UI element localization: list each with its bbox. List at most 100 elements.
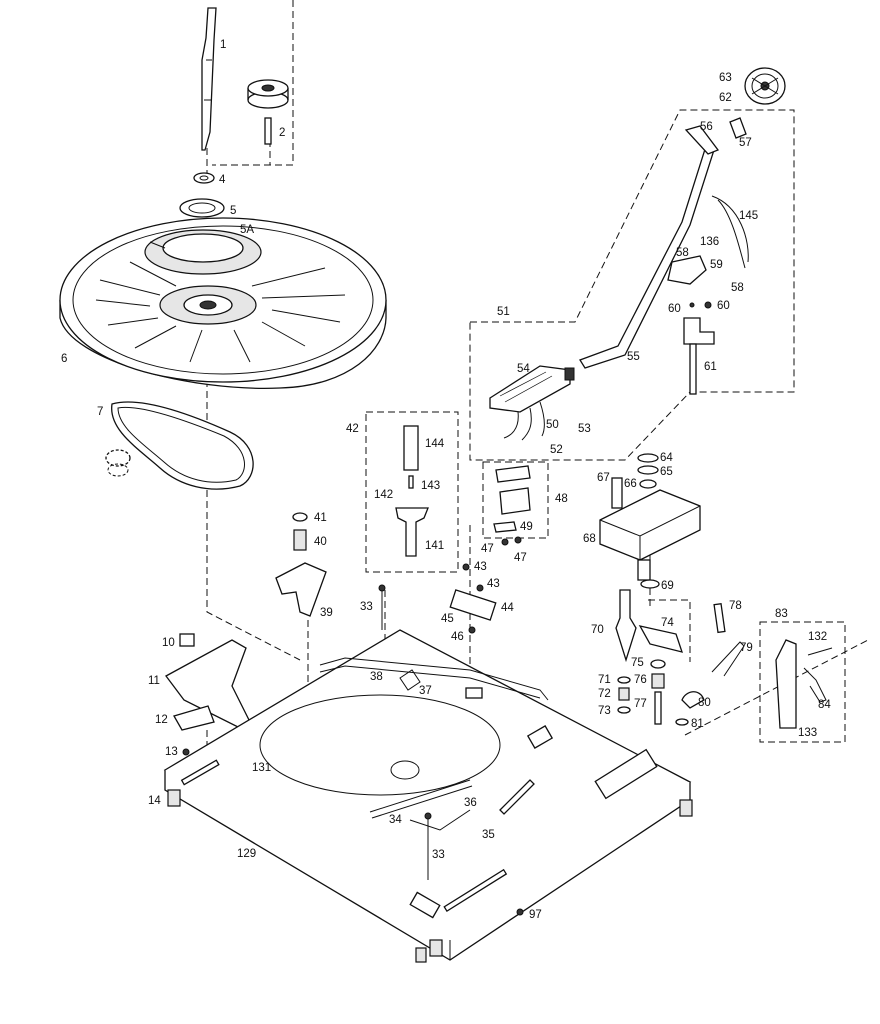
part-7-belt	[105, 401, 254, 490]
feet-14	[167, 789, 693, 963]
label-37: 37	[419, 685, 432, 697]
label-64: 64	[660, 452, 673, 464]
group-48-outline	[482, 461, 549, 539]
label-131: 131	[252, 762, 271, 774]
label-71: 71	[598, 674, 611, 686]
label-51: 51	[497, 306, 510, 318]
label-41: 41	[314, 512, 327, 524]
group-42-outline	[365, 411, 459, 573]
parts-39-40-41	[275, 512, 327, 617]
part-48-cartridge	[493, 465, 531, 546]
label-6: 6	[61, 353, 67, 365]
label-43-upper: 43	[474, 561, 487, 573]
label-14: 14	[148, 795, 161, 807]
label-36: 36	[464, 797, 477, 809]
label-59: 59	[710, 259, 723, 271]
part-54-headshell	[489, 365, 575, 441]
label-133: 133	[798, 727, 817, 739]
label-33-bottom: 33	[432, 849, 445, 861]
label-4: 4	[219, 174, 226, 186]
label-62: 62	[719, 92, 732, 104]
label-132: 132	[808, 631, 827, 643]
label-10: 10	[162, 637, 175, 649]
screws	[378, 584, 524, 916]
label-40: 40	[314, 536, 327, 548]
label-38: 38	[370, 671, 383, 683]
parts-10-13-bracket	[165, 633, 253, 756]
label-129: 129	[237, 848, 256, 860]
part-6-platter	[59, 217, 387, 389]
label-77: 77	[634, 698, 647, 710]
label-81: 81	[691, 718, 704, 730]
label-68: 68	[583, 533, 596, 545]
label-63: 63	[719, 72, 732, 84]
group-51-outline	[469, 109, 795, 461]
label-84: 84	[818, 699, 831, 711]
label-66: 66	[624, 478, 637, 490]
label-44: 44	[501, 602, 514, 614]
label-61: 61	[704, 361, 717, 373]
label-97: 97	[529, 909, 542, 921]
parts-70-81	[615, 589, 745, 726]
label-70: 70	[591, 624, 604, 636]
label-39: 39	[320, 607, 333, 619]
label-74: 74	[661, 617, 674, 629]
washers-4-5	[179, 172, 225, 218]
label-52: 52	[550, 444, 563, 456]
label-48: 48	[555, 493, 568, 505]
parts-64-69-motor	[599, 453, 701, 589]
label-49: 49	[520, 521, 533, 533]
label-56: 56	[700, 121, 713, 133]
tonearm-assembly	[579, 117, 749, 395]
label-7: 7	[97, 406, 103, 418]
label-73: 73	[598, 705, 611, 717]
label-11: 11	[148, 675, 160, 687]
label-67: 67	[597, 472, 610, 484]
label-145: 145	[739, 210, 758, 222]
part-63-knob	[744, 67, 786, 105]
label-72: 72	[598, 688, 611, 700]
label-58-right: 58	[731, 282, 744, 294]
label-54: 54	[517, 363, 530, 375]
label-75: 75	[631, 657, 644, 669]
part-38-lever	[319, 657, 549, 701]
label-136: 136	[700, 236, 719, 248]
label-50: 50	[546, 419, 559, 431]
label-83: 83	[775, 608, 788, 620]
label-1: 1	[220, 39, 226, 51]
label-13: 13	[165, 746, 178, 758]
label-33-top: 33	[360, 601, 373, 613]
label-65: 65	[660, 466, 673, 478]
label-60-right: 60	[717, 300, 730, 312]
label-79: 79	[740, 642, 753, 654]
label-12: 12	[155, 714, 168, 726]
label-69: 69	[661, 580, 674, 592]
part-1-arm	[201, 7, 217, 151]
group-42-parts	[395, 425, 470, 571]
label-35: 35	[482, 829, 495, 841]
label-142: 142	[374, 489, 393, 501]
label-76: 76	[634, 674, 647, 686]
part-2-cap	[247, 79, 289, 145]
label-45: 45	[441, 613, 454, 625]
label-144: 144	[425, 438, 445, 450]
label-141: 141	[425, 540, 444, 552]
label-42: 42	[346, 423, 359, 435]
label-47-right: 47	[514, 552, 527, 564]
label-53: 53	[578, 423, 591, 435]
label-55: 55	[627, 351, 640, 363]
label-78: 78	[729, 600, 742, 612]
chassis-base	[163, 629, 692, 961]
group-83-outline	[759, 621, 846, 743]
label-58-left: 58	[676, 247, 689, 259]
label-5: 5	[230, 205, 236, 217]
label-5a: 5A	[240, 224, 254, 236]
label-57: 57	[739, 137, 752, 149]
label-143: 143	[421, 480, 440, 492]
group-83-parts	[775, 639, 833, 729]
label-47-left: 47	[481, 543, 494, 555]
label-80: 80	[698, 697, 711, 709]
part-number-labels: 1 2 4 5 5A 6 7 10 11 12 13 14 33 33 34 3…	[61, 39, 831, 921]
